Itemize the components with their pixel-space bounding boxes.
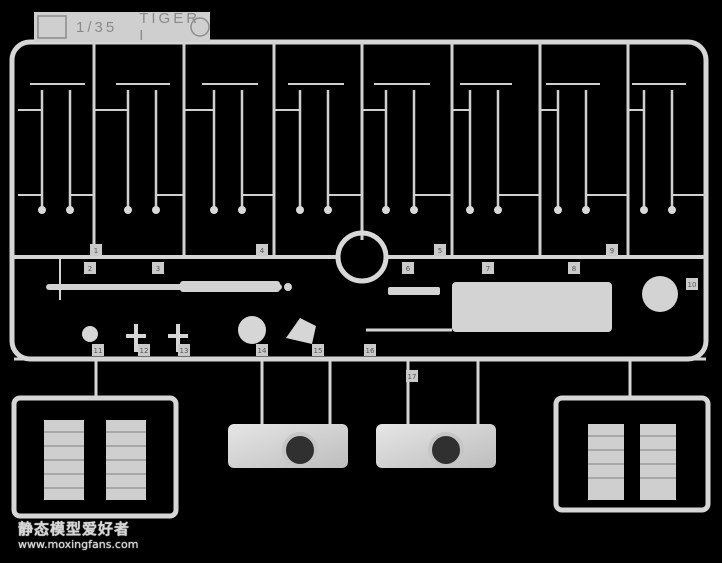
- part-number-tag: [606, 244, 618, 256]
- part-number: 11: [94, 347, 103, 355]
- part-number: 5: [438, 247, 442, 255]
- small-parts: [82, 316, 316, 352]
- part-number: 9: [610, 247, 614, 255]
- part-number-tag: [482, 262, 494, 274]
- part-number-tag: [138, 344, 150, 356]
- logo-seal: [37, 15, 67, 39]
- sprue-label: 1/35 TIGER I: [34, 10, 210, 44]
- watermark: 静态模型爱好者 www.moxingfans.com: [18, 521, 168, 557]
- rod-knobs: [38, 206, 676, 214]
- part-number-tag: [406, 370, 418, 382]
- part-number-tag: [256, 244, 268, 256]
- part-number-tag: [434, 244, 446, 256]
- part-number: 8: [572, 265, 576, 273]
- part-number: 7: [486, 265, 490, 273]
- part-number-tag: [402, 262, 414, 274]
- part-number: 4: [260, 247, 265, 255]
- part-number-tag: [568, 262, 580, 274]
- runner-ring: [335, 230, 389, 284]
- scale-label: 1/35: [76, 18, 118, 36]
- part-number: 2: [88, 265, 92, 273]
- grille-frame-right: [553, 359, 711, 513]
- part-number-tag: [92, 344, 104, 356]
- track-link-rods: [18, 42, 706, 257]
- part-number-tag: [90, 244, 102, 256]
- housing-left-hole: [282, 432, 318, 468]
- part-number: 13: [180, 347, 189, 355]
- part-number-tag: [312, 344, 324, 356]
- plate-part: [388, 276, 678, 332]
- part-number: 1: [94, 247, 98, 255]
- part-number: 16: [366, 347, 375, 355]
- part-p-mark: [190, 17, 210, 37]
- part-number-tag: [84, 262, 96, 274]
- watermark-chinese: 静态模型爱好者: [18, 520, 131, 538]
- part-number-tag: [256, 344, 268, 356]
- part-number: 10: [688, 281, 697, 289]
- part-number-tag: [364, 344, 376, 356]
- barrel-part: [46, 281, 292, 292]
- model-label: TIGER I: [139, 10, 201, 44]
- housing-right-hole: [428, 432, 464, 468]
- middle-runner: [14, 255, 706, 300]
- part-number: 12: [140, 347, 149, 355]
- part-number: 15: [314, 347, 323, 355]
- part-number: 6: [406, 265, 411, 273]
- part-number-tag: [686, 278, 698, 290]
- grille-frame-left: [11, 359, 179, 519]
- watermark-url: www.moxingfans.com: [18, 538, 139, 551]
- part-number-tag: [152, 262, 164, 274]
- label-tab: [34, 12, 210, 42]
- part-number-tag: [178, 344, 190, 356]
- part-number: 14: [258, 347, 267, 355]
- part-number: 3: [156, 265, 160, 273]
- part-number: 17: [408, 373, 417, 381]
